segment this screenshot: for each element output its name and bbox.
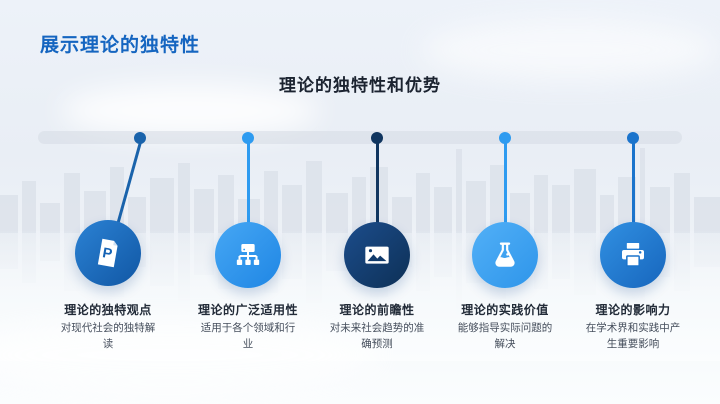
printer-icon [622,243,644,267]
item-title: 理论的实践价值 [461,303,549,317]
flask-icon [495,242,515,267]
item-title: 理论的独特观点 [64,303,152,317]
image-icon [365,246,389,264]
cloud [0,320,380,390]
item-description: 适用于各个领域和行业 [200,322,296,351]
timeline-node-dot [371,132,383,144]
cloud [420,20,720,80]
timeline-node-dot [134,132,146,144]
item-title: 理论的广泛适用性 [197,303,298,317]
cloud [60,84,320,138]
timeline-icon-circle [344,222,410,288]
timeline-node-dot [499,132,511,144]
timeline-icon-circle [472,222,538,288]
item-description: 在学术界和实践中产生重要影响 [585,322,681,351]
page-title: 展示理论的独特性 [40,35,201,56]
timeline-connector-line [246,142,250,224]
svg-text:P: P [101,245,114,262]
timeline-connector-line [631,142,635,224]
city-skyline-silhouette [0,148,720,233]
timeline-icon-circle [600,222,666,288]
timeline-bar [38,131,682,144]
sitemap-icon [236,244,260,265]
timeline-connector-line [503,142,507,224]
item-description: 对现代社会的独特解读 [60,322,156,351]
item-title: 理论的前瞻性 [339,303,415,317]
item-description: 对未来社会趋势的准确预测 [329,322,425,351]
timeline-icon-circle [215,222,281,288]
item-description: 能够指导实际问题的解决 [457,322,553,351]
document-p-icon: P [97,238,118,268]
slide-heading: 理论的独特性和优势 [279,76,441,95]
timeline-icon-circle: P [75,220,141,286]
timeline-connector-line [375,142,379,224]
timeline-node-dot [627,132,639,144]
item-title: 理论的影响力 [595,303,671,317]
timeline-node-dot [242,132,254,144]
